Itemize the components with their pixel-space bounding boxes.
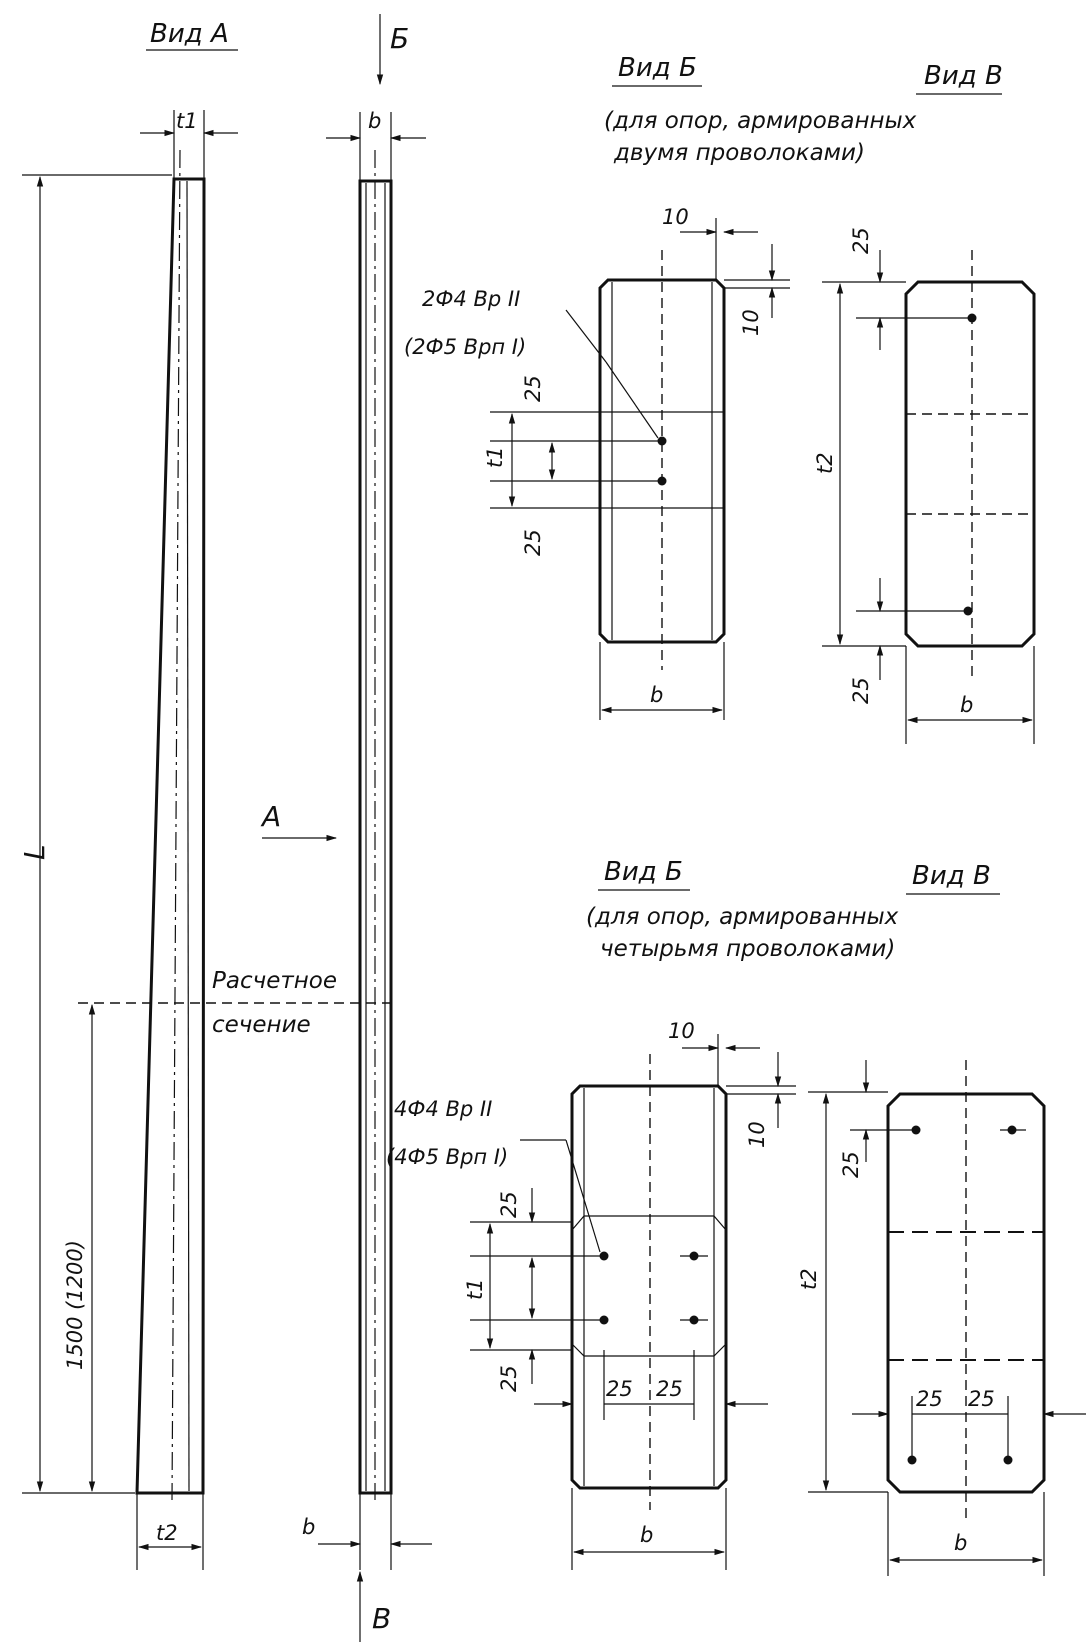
view-v-title-2: Вид В [912, 861, 991, 891]
rebar-dot-b2-3 [599, 1315, 609, 1325]
leader-b1-b [605, 361, 659, 439]
b1-10-side-label: 10 [739, 309, 763, 336]
pole-a-axis [171, 149, 181, 1501]
section-b2-outline [570, 1084, 728, 1490]
section-v2-outline [886, 1092, 1046, 1494]
section-b1-outline [598, 278, 726, 644]
b2-t1-label: t1 [463, 1278, 487, 1300]
v2-b-label: b [954, 1531, 967, 1555]
leader-b1-a [565, 309, 607, 363]
v2-25-label: 25 [839, 1151, 863, 1178]
b1-25-bottom-label: 25 [521, 529, 545, 556]
section-b2-chamfer-top [571, 1215, 727, 1231]
section-label-1: Расчетное [212, 968, 337, 994]
v1-25-top-label: 25 [849, 227, 873, 254]
v1-b-label: b [960, 693, 973, 717]
note-1-line1: (для опор, армированных [604, 108, 917, 134]
rebar-dot-v1-1 [967, 313, 977, 323]
view-b-title-2: Вид Б [604, 857, 683, 887]
rebar-dot-v2-1 [911, 1125, 921, 1135]
pole-side-view: Б b А b В [260, 14, 432, 1642]
section-b2-chamfer-bottom [571, 1343, 727, 1357]
v2-h-25-right: 25 [968, 1387, 995, 1411]
rebar-two-main: 2Ф4 Вр II [422, 287, 520, 311]
dim-b-top-label: b [368, 109, 381, 133]
b1-10-top-label: 10 [662, 205, 689, 229]
pole-view-a: Вид А t1 L Расчетное сечение 1500 (1200)… [18, 19, 398, 1570]
note-1-line2: двумя проволоками) [613, 140, 865, 166]
arrow-a-label: А [260, 800, 281, 833]
rebar-four-main: 4Ф4 Вр II [394, 1097, 492, 1121]
b2-25-bot-label: 25 [497, 1365, 521, 1392]
v1-t2-label: t2 [813, 452, 837, 474]
rebar-dot-v1-2 [963, 606, 973, 616]
view-v-title-1: Вид В [924, 61, 1003, 91]
sections-two-wires: Вид Б Вид В (для опор, армированных двум… [404, 53, 1036, 744]
b2-25-top-label: 25 [497, 1191, 521, 1218]
leader-b2-b [565, 1139, 601, 1253]
rebar-four-alt: (4Ф5 Врп I) [386, 1145, 508, 1169]
rebar-dot-b2-1 [599, 1251, 609, 1261]
dim-t1-top-label: t1 [176, 109, 198, 133]
pole-a-inner-line [186, 180, 190, 1492]
view-a-title: Вид А [150, 19, 229, 49]
b2-h-25-right: 25 [656, 1377, 683, 1401]
b1-b-label: b [650, 683, 663, 707]
section-label-2: сечение [212, 1012, 311, 1038]
b1-25-top-label: 25 [521, 375, 545, 402]
dim-b-bottom-label: b [302, 1515, 315, 1539]
b2-10-top-label: 10 [668, 1019, 695, 1043]
rebar-two-alt: (2Ф5 Врп I) [404, 335, 526, 359]
b2-h-25-left: 25 [606, 1377, 633, 1401]
len-label: 1500 (1200) [63, 1240, 87, 1370]
note-2-line1: (для опор, армированных [586, 904, 899, 930]
sections-four-wires: Вид Б Вид В (для опор, армированных четы… [386, 857, 1086, 1576]
v2-h-25-left: 25 [916, 1387, 943, 1411]
b2-10-side-label: 10 [745, 1121, 769, 1148]
arrow-b-label: Б [390, 22, 409, 55]
b2-b-label: b [640, 1523, 653, 1547]
b1-t1-label: t1 [483, 446, 507, 468]
rebar-dot-b1-2 [657, 476, 667, 486]
note-2-line2: четырьмя проволоками) [600, 936, 895, 962]
rebar-dot-b1-1 [657, 436, 667, 446]
dim-t2-bottom-label: t2 [156, 1521, 178, 1545]
view-b-title-1: Вид Б [618, 53, 697, 83]
L-label: L [18, 844, 51, 860]
v1-25-bot-label: 25 [849, 677, 873, 704]
v2-t2-label: t2 [797, 1268, 821, 1290]
section-v1-outline [904, 280, 1036, 648]
pole-a-outline [135, 177, 206, 1495]
arrow-v-label: В [372, 1602, 391, 1635]
